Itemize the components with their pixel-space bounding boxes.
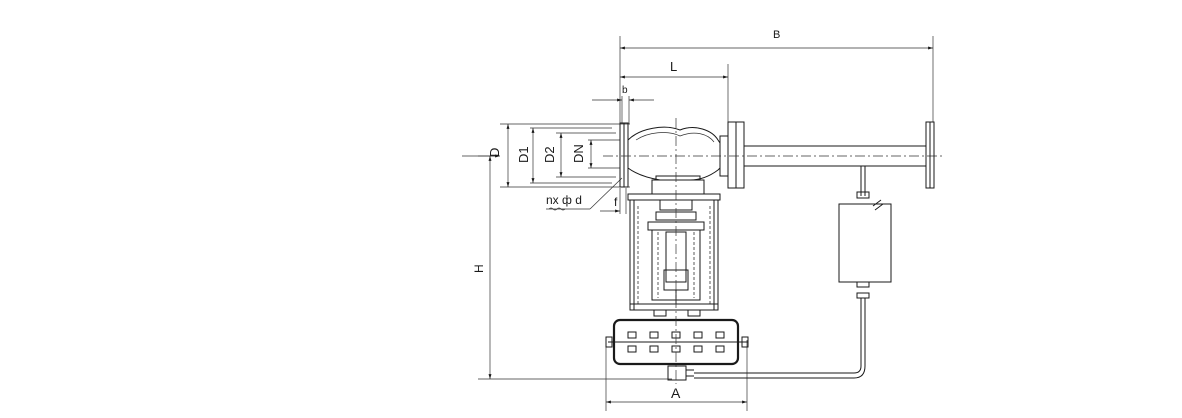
dimension-l: L [620, 59, 729, 124]
label-bolt-holes: nx ф d [546, 193, 582, 207]
dimension-diameters: D D1 D2 DN [462, 123, 630, 188]
impulse-line [694, 166, 892, 379]
bolt-hole-callout: nx ф d [546, 177, 623, 211]
label-h: H [472, 264, 486, 273]
label-d2: D2 [542, 146, 557, 163]
condensate-pot [838, 203, 892, 283]
valve-body [619, 121, 745, 195]
dimension-small-b: b [592, 85, 654, 124]
dimension-a: A [605, 340, 748, 411]
diaphragm-actuator [605, 318, 749, 381]
label-small-b: b [622, 85, 628, 96]
label-b: B [773, 29, 780, 41]
label-d: D [487, 148, 502, 157]
dimension-b: B [619, 29, 934, 130]
label-d1: D1 [516, 146, 531, 163]
label-dn: DN [571, 144, 586, 163]
dimension-f: f [600, 188, 627, 214]
label-l: L [670, 59, 677, 74]
label-a: A [671, 385, 681, 401]
dimension-h: H [472, 155, 672, 380]
label-f: f [614, 195, 618, 209]
downstream-pipe [744, 121, 935, 189]
yoke-frame [627, 193, 721, 317]
